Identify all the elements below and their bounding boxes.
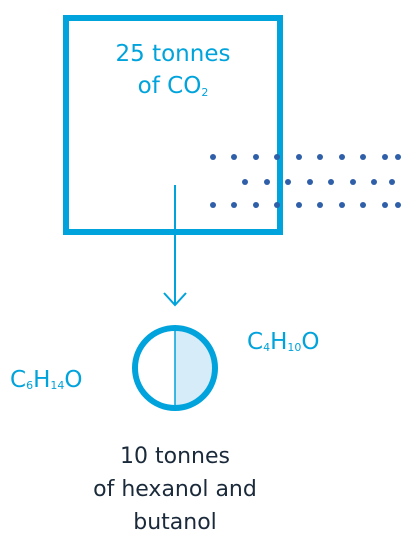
pattern-dot bbox=[328, 179, 334, 185]
pattern-dot bbox=[210, 202, 216, 208]
output-line-3: butanol bbox=[133, 510, 217, 535]
butanol-formula: C4H10O bbox=[247, 328, 319, 356]
pattern-dot bbox=[389, 179, 395, 185]
hexanol-formula: C6H14O bbox=[10, 366, 82, 394]
pattern-dot bbox=[382, 154, 388, 160]
pattern-dot bbox=[264, 179, 270, 185]
pattern-dot bbox=[296, 154, 302, 160]
pattern-dot bbox=[360, 202, 366, 208]
pattern-dot bbox=[395, 154, 401, 160]
co2-amount-text: 25 tonnes bbox=[115, 41, 231, 67]
pattern-dot bbox=[253, 154, 259, 160]
hexanol-o: O bbox=[64, 367, 83, 393]
butanol-c-sub: 4 bbox=[263, 341, 271, 354]
pattern-dot bbox=[285, 179, 291, 185]
co2-formula-text: of CO2 bbox=[63, 70, 283, 102]
butanol-c: C bbox=[247, 329, 264, 355]
pattern-dot bbox=[360, 154, 366, 160]
hexanol-c-sub: 6 bbox=[26, 379, 34, 392]
pattern-dot bbox=[350, 179, 356, 185]
pattern-dot bbox=[339, 202, 345, 208]
pattern-dot bbox=[395, 202, 401, 208]
pattern-dot bbox=[253, 202, 259, 208]
pattern-dot bbox=[317, 154, 323, 160]
hexanol-h-sub: 14 bbox=[50, 379, 65, 392]
co2-prefix: of CO bbox=[137, 73, 202, 99]
dot-pattern bbox=[210, 154, 401, 208]
butanol-half-fill bbox=[175, 328, 215, 408]
butanol-h: H bbox=[270, 329, 288, 355]
pattern-dot bbox=[274, 154, 280, 160]
co2-input-label: 25 tonnes of CO2 bbox=[63, 38, 283, 102]
butanol-h-sub: 10 bbox=[287, 341, 302, 354]
output-label: 10 tonnes of hexanol and butanol bbox=[58, 440, 292, 539]
output-line-2: of hexanol and bbox=[93, 477, 257, 502]
pattern-dot bbox=[242, 179, 248, 185]
flow-arrow-head bbox=[163, 292, 187, 307]
co2-subscript: 2 bbox=[201, 86, 209, 99]
hexanol-h: H bbox=[33, 367, 51, 393]
output-circle bbox=[132, 325, 218, 411]
pattern-dot bbox=[210, 154, 216, 160]
hexanol-c: C bbox=[10, 367, 27, 393]
pattern-dot bbox=[307, 179, 313, 185]
pattern-dot bbox=[371, 179, 377, 185]
pattern-dot bbox=[317, 202, 323, 208]
pattern-dot bbox=[231, 202, 237, 208]
pattern-dot bbox=[296, 202, 302, 208]
pattern-dot bbox=[382, 202, 388, 208]
pattern-dot bbox=[339, 154, 345, 160]
pattern-dot bbox=[231, 154, 237, 160]
butanol-o: O bbox=[301, 329, 320, 355]
co2-input-box bbox=[63, 15, 283, 235]
output-line-1: 10 tonnes bbox=[120, 444, 230, 469]
pattern-dot bbox=[274, 202, 280, 208]
output-circle-outline bbox=[132, 325, 218, 411]
